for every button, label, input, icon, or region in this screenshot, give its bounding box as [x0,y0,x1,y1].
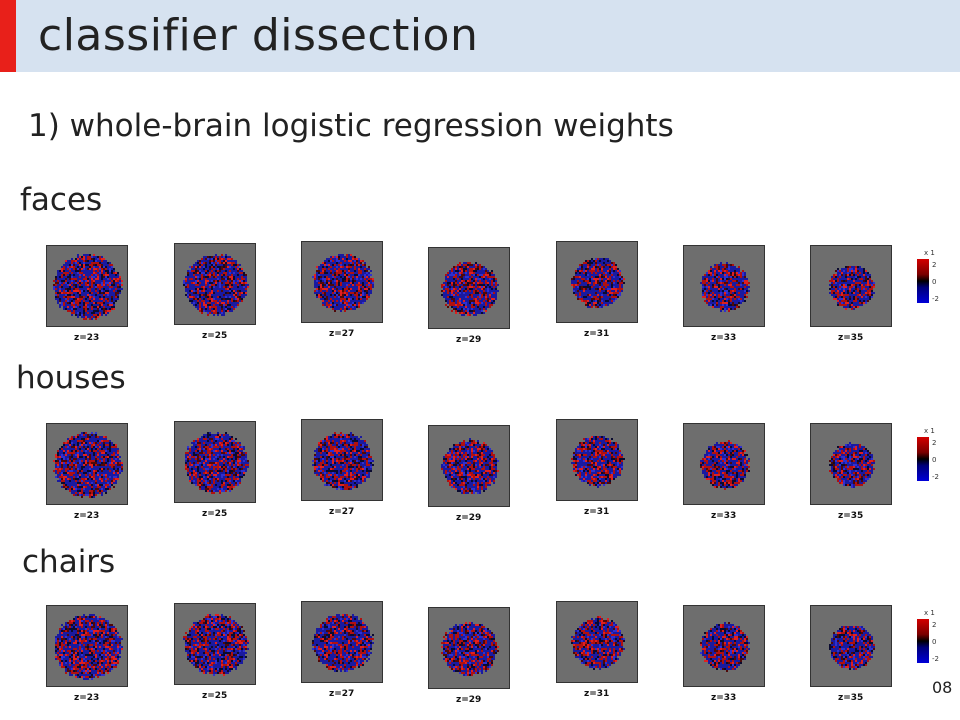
colorbar-tick: -2 [932,473,939,481]
colorbar-tick: 0 [932,278,937,286]
brain-slice-houses-2 [174,421,256,503]
brain-slice-chairs-2 [174,603,256,685]
brain-slice-houses-6 [683,423,765,505]
slice-z-label: z=23 [74,693,100,703]
slide-title: classifier dissection [38,10,479,61]
slice-z-label: z=25 [202,691,228,701]
colorbar-tick: -2 [932,655,939,663]
brain-slice-faces-5 [556,241,638,323]
colorbar-tick: 2 [932,621,937,629]
slice-z-label: z=33 [711,693,737,703]
slice-z-label: z=31 [584,329,610,339]
slide-subtitle: 1) whole-brain logistic regression weigh… [28,108,674,144]
slice-z-label: z=27 [329,507,355,517]
brain-slice-houses-3 [301,419,383,501]
slice-z-label: z=23 [74,333,100,343]
brain-slice-houses-1 [46,423,128,505]
colorbar-faces: x 1 2 0 -2 [916,249,950,319]
brain-slice-chairs-6 [683,605,765,687]
brain-slice-houses-5 [556,419,638,501]
row-label-chairs: chairs [22,544,116,580]
colorbar-tick: 0 [932,456,937,464]
brain-slice-faces-6 [683,245,765,327]
brain-slice-chairs-7 [810,605,892,687]
slice-z-label: z=33 [711,511,737,521]
slice-z-label: z=27 [329,689,355,699]
brain-slice-houses-7 [810,423,892,505]
colorbar-gradient [917,619,929,663]
title-bar [0,0,960,72]
slice-z-label: z=35 [838,511,864,521]
page-number: 08 [932,678,953,697]
slice-z-label: z=29 [456,335,482,345]
brain-slice-chairs-4 [428,607,510,689]
brain-slice-chairs-5 [556,601,638,683]
brain-slice-faces-1 [46,245,128,327]
slice-z-label: z=35 [838,693,864,703]
colorbar-tick: 0 [932,638,937,646]
colorbar-multiplier: x 1 [924,249,935,257]
brain-slice-faces-7 [810,245,892,327]
colorbar-multiplier: x 1 [924,427,935,435]
colorbar-gradient [917,437,929,481]
brain-slice-faces-3 [301,241,383,323]
slice-z-label: z=31 [584,689,610,699]
slice-z-label: z=33 [711,333,737,343]
brain-slice-faces-2 [174,243,256,325]
title-accent-bar [0,0,16,72]
slice-z-label: z=25 [202,331,228,341]
slice-z-label: z=35 [838,333,864,343]
slice-z-label: z=29 [456,513,482,523]
slice-z-label: z=29 [456,695,482,705]
row-label-houses: houses [16,360,126,396]
colorbar-tick: 2 [932,261,937,269]
colorbar-chairs: x 1 2 0 -2 [916,609,950,679]
colorbar-gradient [917,259,929,303]
slice-z-label: z=25 [202,509,228,519]
colorbar-houses: x 1 2 0 -2 [916,427,950,497]
brain-slice-faces-4 [428,247,510,329]
slice-z-label: z=23 [74,511,100,521]
slice-z-label: z=27 [329,329,355,339]
brain-slice-chairs-1 [46,605,128,687]
colorbar-tick: 2 [932,439,937,447]
row-label-faces: faces [20,182,103,218]
colorbar-multiplier: x 1 [924,609,935,617]
brain-slice-chairs-3 [301,601,383,683]
brain-slice-houses-4 [428,425,510,507]
slice-z-label: z=31 [584,507,610,517]
colorbar-tick: -2 [932,295,939,303]
